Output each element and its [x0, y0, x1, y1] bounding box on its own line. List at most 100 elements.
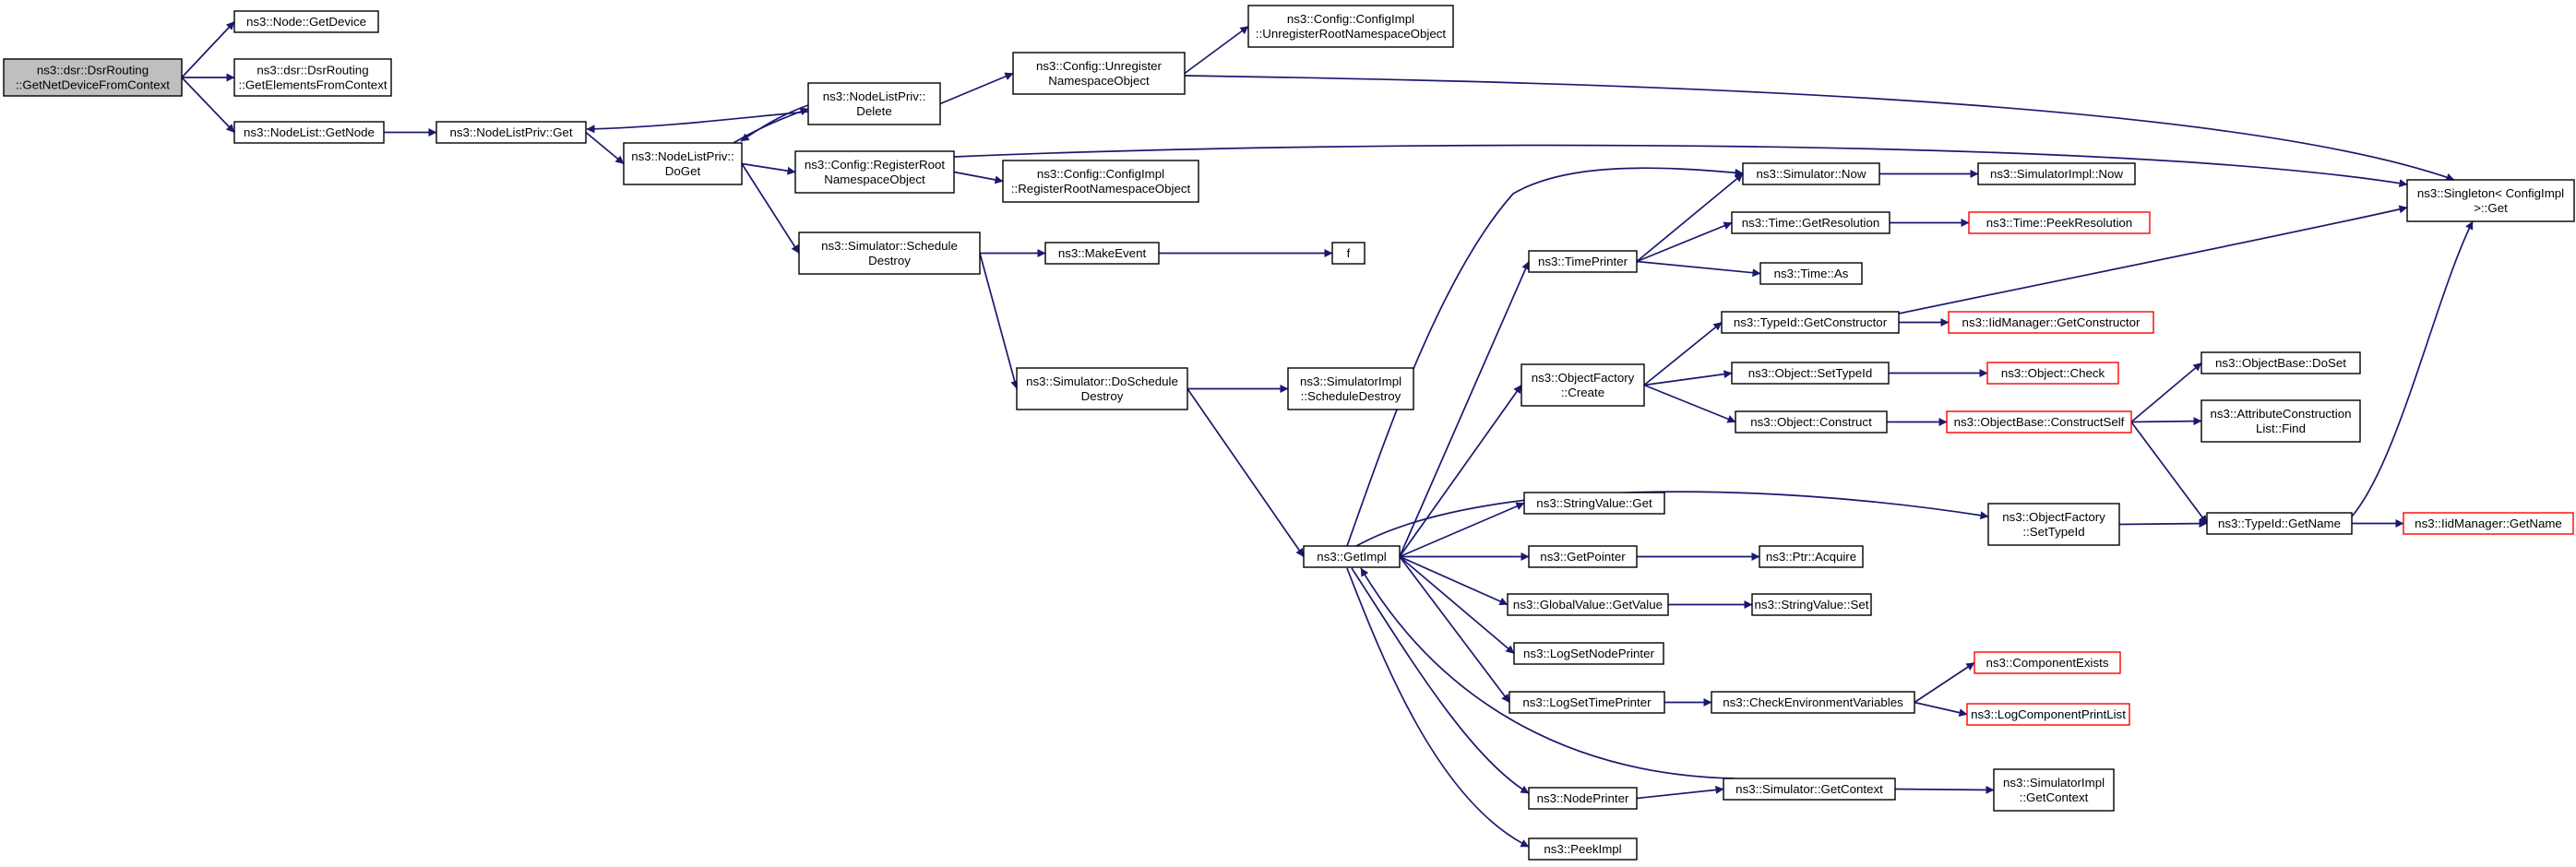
node-label: Destroy	[868, 254, 911, 267]
node-object-construct[interactable]: ns3::Object::Construct	[1735, 410, 1888, 434]
node-nodeprinter[interactable]: ns3::NodePrinter	[1528, 787, 1638, 810]
node-time-peekresolution[interactable]: ns3::Time::PeekResolution	[1968, 211, 2151, 234]
node-label: List::Find	[2256, 422, 2306, 435]
node-objbase-doset[interactable]: ns3::ObjectBase::DoSet	[2200, 351, 2361, 374]
node-cfg-register[interactable]: ns3::Config::RegisterRootNamespaceObject	[794, 150, 955, 194]
node-getpointer[interactable]: ns3::GetPointer	[1528, 545, 1638, 568]
node-f[interactable]: f	[1331, 242, 1366, 265]
node-box	[1016, 367, 1188, 410]
node-label: ns3::ObjectBase::DoSet	[2215, 356, 2346, 370]
node-time-as[interactable]: ns3::Time::As	[1759, 262, 1863, 285]
node-label: f	[1347, 246, 1351, 260]
node-box	[1044, 242, 1160, 265]
node-label: ns3::ObjectFactory	[1532, 371, 1635, 385]
node-sim-now[interactable]: ns3::Simulator::Now	[1742, 162, 1880, 185]
node-box	[1731, 211, 1890, 234]
node-iidmanager-getname[interactable]: ns3::IidManager::GetName	[2403, 512, 2574, 535]
node-simimpl-getcontext[interactable]: ns3::SimulatorImpl::GetContext	[1993, 768, 2115, 812]
node-sim-schedule-destroy[interactable]: ns3::Simulator::ScheduleDestroy	[798, 232, 981, 275]
node-label: ns3::NodeListPriv::	[823, 89, 926, 103]
node-singleton-get[interactable]: ns3::Singleton< ConfigImpl >::Get	[2406, 179, 2575, 222]
edge-getimpl-to-peekimpl	[1346, 567, 1530, 848]
node-label: ns3::Ptr::Acquire	[1766, 550, 1856, 564]
node-makeevent[interactable]: ns3::MakeEvent	[1044, 242, 1160, 265]
node-label: ns3::GetImpl	[1317, 550, 1386, 564]
node-ptr-acquire[interactable]: ns3::Ptr::Acquire	[1759, 545, 1864, 568]
node-box	[1993, 768, 2115, 812]
node-logcomponentprintlist[interactable]: ns3::LogComponentPrintList	[1966, 703, 2130, 726]
node-box	[1012, 52, 1186, 95]
node-objfactory-create[interactable]: ns3::ObjectFactory::Create	[1521, 363, 1645, 407]
node-stringvalue-set[interactable]: ns3::StringValue::Set	[1751, 593, 1872, 616]
edge-nlp_delete-to-cfg_unregister	[939, 72, 1014, 105]
node-componentexists[interactable]: ns3::ComponentExists	[1974, 651, 2121, 674]
node-nlp-doget[interactable]: ns3::NodeListPriv::DoGet	[623, 142, 743, 185]
node-box	[623, 142, 743, 185]
node-box	[1513, 642, 1664, 665]
node-object-check[interactable]: ns3::Object::Check	[1986, 362, 2119, 385]
node-typeid-getconstructor[interactable]: ns3::TypeId::GetConstructor	[1721, 311, 1900, 334]
node-root[interactable]: ns3::dsr::DsrRouting::GetNetDeviceFromCo…	[3, 58, 183, 97]
node-box	[1509, 691, 1665, 714]
node-stringvalue-get[interactable]: ns3::StringValue::Get	[1523, 492, 1665, 515]
node-getimpl[interactable]: ns3::GetImpl	[1303, 545, 1401, 568]
node-label: ns3::TimePrinter	[1538, 255, 1628, 268]
node-typeid-getname[interactable]: ns3::TypeId::GetName	[2206, 512, 2353, 535]
node-box	[2403, 512, 2574, 535]
node-label: ns3::Time::GetResolution	[1742, 216, 1880, 230]
node-peekimpl[interactable]: ns3::PeekImpl	[1528, 837, 1638, 861]
node-label: ::UnregisterRootNamespaceObject	[1256, 27, 1446, 41]
node-logsettimeprinter[interactable]: ns3::LogSetTimePrinter	[1509, 691, 1665, 714]
node-cfgimpl-unregister[interactable]: ns3::Config::ConfigImpl::UnregisterRootN…	[1247, 5, 1454, 48]
node-getelements[interactable]: ns3::dsr::DsrRouting::GetElementsFromCon…	[233, 58, 392, 97]
node-sim-getcontext[interactable]: ns3::Simulator::GetContext	[1723, 778, 1896, 801]
node-label: ns3::dsr::DsrRouting	[37, 64, 149, 77]
edge-objfactory_create-to-object_construct	[1643, 384, 1736, 423]
node-nlp-delete[interactable]: ns3::NodeListPriv::Delete	[807, 82, 941, 125]
node-time-getresolution[interactable]: ns3::Time::GetResolution	[1731, 211, 1890, 234]
node-box	[1528, 787, 1638, 810]
node-logsetnodeprinter[interactable]: ns3::LogSetNodePrinter	[1513, 642, 1664, 665]
node-label: ::GetContext	[2020, 790, 2089, 804]
edge-timeprinter-to-time_getresolution	[1636, 221, 1733, 263]
node-box	[1731, 362, 1890, 385]
node-box	[1977, 162, 2136, 185]
node-globalvalue-getvalue[interactable]: ns3::GlobalValue::GetValue	[1507, 593, 1669, 616]
edge-checkenvvars-to-logcomponentprintlist	[1914, 701, 1968, 717]
node-simimpl-schedule-destroy[interactable]: ns3::SimulatorImpl::ScheduleDestroy	[1287, 367, 1414, 410]
edge-objfactory_settypeid-to-typeid_getname	[2118, 519, 2208, 529]
node-nlp-get[interactable]: ns3::NodeListPriv::Get	[435, 121, 587, 144]
node-nodelist-getnode[interactable]: ns3::NodeList::GetNode	[233, 121, 385, 144]
node-box	[1742, 162, 1880, 185]
node-label: Delete	[856, 104, 891, 118]
edge-getimpl-to-objfactory_create	[1399, 385, 1522, 557]
node-label: ns3::Config::ConfigImpl	[1037, 167, 1164, 181]
node-box	[1751, 593, 1872, 616]
edge-cfg_unregister-to-singleton_get	[1184, 75, 2455, 182]
edge-nodeprinter-to-sim_getcontext	[1636, 785, 1724, 800]
node-box	[1523, 492, 1665, 515]
node-label: ::SetTypeId	[2022, 525, 2084, 539]
node-box	[798, 232, 981, 275]
edge-typeid_getname-to-singleton_get	[2351, 220, 2474, 517]
edge-nlp_doget-to-cfg_register	[741, 162, 796, 175]
node-box	[435, 121, 587, 144]
node-box	[233, 10, 379, 33]
node-label: ns3::Simulator::DoSchedule	[1026, 374, 1178, 388]
node-getdevice[interactable]: ns3::Node::GetDevice	[233, 10, 379, 33]
node-box	[807, 82, 941, 125]
node-checkenvvars[interactable]: ns3::CheckEnvironmentVariables	[1711, 691, 1915, 714]
node-objfactory-settypeid[interactable]: ns3::ObjectFactory::SetTypeId	[1987, 503, 2120, 546]
node-objbase-constructself[interactable]: ns3::ObjectBase::ConstructSelf	[1946, 410, 2132, 434]
node-object-settypeid[interactable]: ns3::Object::SetTypeId	[1731, 362, 1890, 385]
node-box	[1986, 362, 2119, 385]
node-simimpl-now[interactable]: ns3::SimulatorImpl::Now	[1977, 162, 2136, 185]
node-cfgimpl-register[interactable]: ns3::Config::ConfigImpl::RegisterRootNam…	[1002, 160, 1199, 203]
edge-timeprinter-to-time_as	[1636, 260, 1761, 278]
node-iidmanager-getconstructor[interactable]: ns3::IidManager::GetConstructor	[1948, 311, 2154, 334]
node-timeprinter[interactable]: ns3::TimePrinter	[1528, 250, 1638, 273]
